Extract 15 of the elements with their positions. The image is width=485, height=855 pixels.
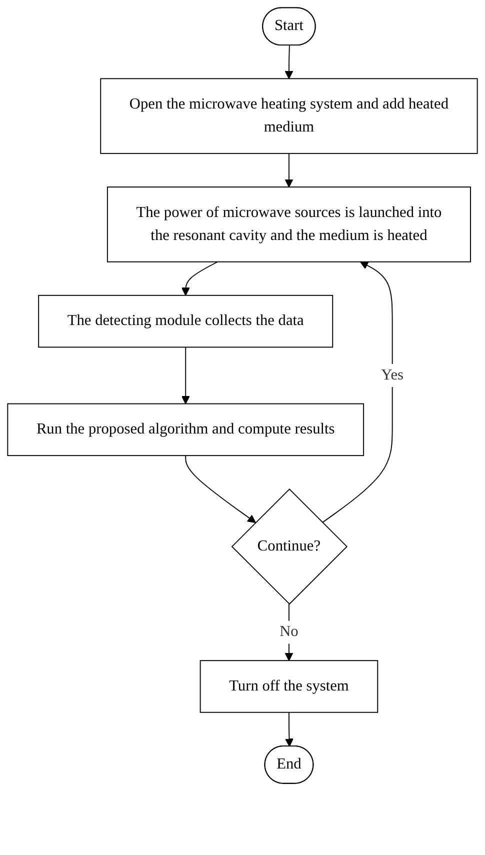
arrow [285,712,294,747]
arrow [322,261,393,524]
arrow [284,45,294,80]
node-box: Turn off the system [200,660,378,713]
arrow [185,455,256,523]
node-diamond: Continue? [231,488,348,605]
node-box: The power of microwave sources is launched into the resonant cavity and the medium is heated [106,186,471,262]
node-box: Open the microwave heating system and add heated medium [100,78,478,154]
arrow [181,261,218,296]
node-box: Run the proposed algorithm and compute results [7,403,364,456]
edge-label: Yes [381,366,404,384]
arrow [181,346,190,404]
edge-label: No [280,624,298,640]
arrow [284,152,294,188]
node-box: The detecting module collects the data [38,294,334,348]
